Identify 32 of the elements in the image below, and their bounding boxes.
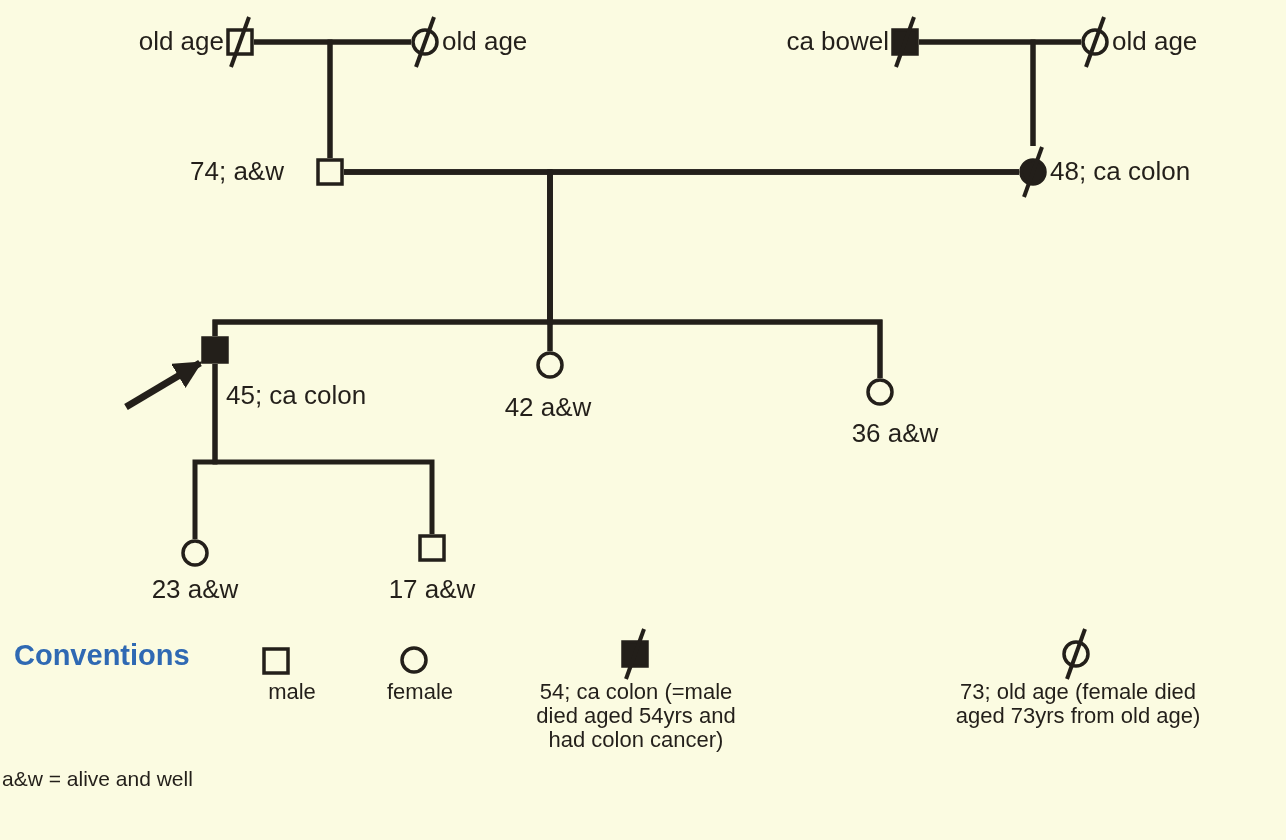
person-label: 48; ca colon <box>1050 156 1191 186</box>
person-label: 74; a&w <box>190 156 284 186</box>
person-label: 42 a&w <box>504 392 592 422</box>
person-label: 45; ca colon <box>226 380 367 410</box>
male-square-symbol <box>201 336 229 364</box>
proband-arrow <box>124 360 203 410</box>
person-label: old age <box>1112 26 1198 56</box>
legend-text: 54; ca colon (=male died aged 54yrs and had colon cancer) <box>535 680 737 752</box>
female-circle-symbol <box>1081 16 1109 68</box>
female-circle-symbol <box>1019 146 1047 198</box>
female-circle-symbol <box>411 16 439 68</box>
person-label: ca bowel <box>786 26 889 56</box>
legend-note: a&w = alive and well <box>2 766 193 792</box>
pedigree-line <box>212 364 435 534</box>
male-square-symbol <box>316 158 344 186</box>
male-square-symbol <box>418 534 446 562</box>
person-label: old age <box>442 26 528 56</box>
legend-text: male <box>267 680 317 704</box>
person-label: old age <box>138 26 224 56</box>
pedigree-line <box>327 39 411 158</box>
female-circle-symbol <box>866 378 894 406</box>
female-circle-symbol <box>536 351 564 379</box>
legend-heading: Conventions <box>14 640 190 670</box>
legend-text: 73; old age (female died aged 73yrs from old age) <box>955 680 1201 728</box>
legend-text: female <box>385 680 454 704</box>
female-circle-symbol <box>181 539 209 567</box>
male-square-symbol <box>226 16 254 68</box>
pedigree-line <box>1030 39 1081 146</box>
person-label: 36 a&w <box>851 418 939 448</box>
person-label: 23 a&w <box>151 574 239 604</box>
male-square-symbol <box>891 16 919 68</box>
person-label: 17 a&w <box>388 574 476 604</box>
